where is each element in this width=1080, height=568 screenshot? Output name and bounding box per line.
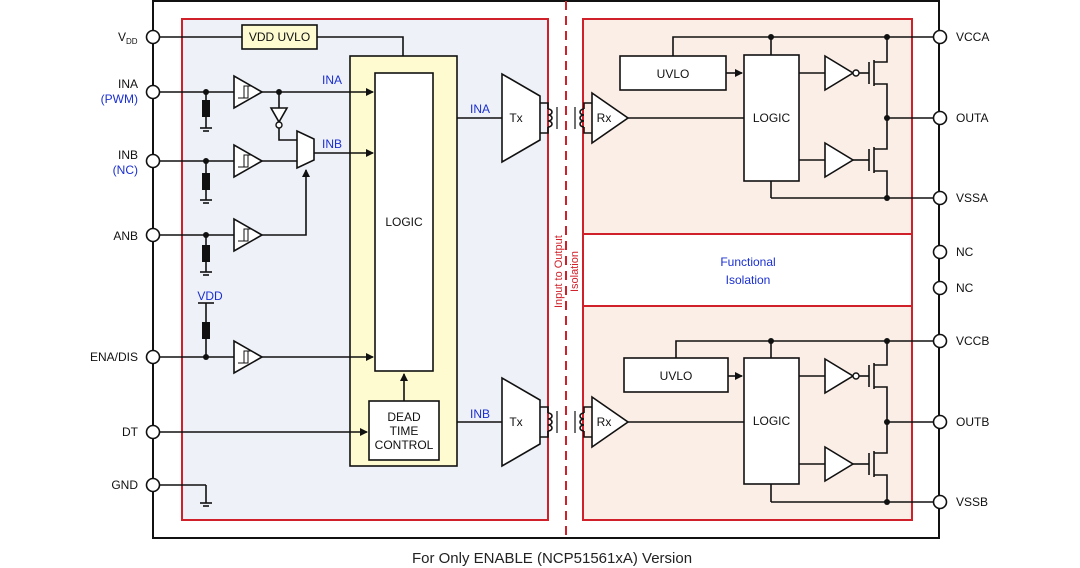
pin-nc-2: NC [932, 280, 974, 296]
inb-out-label: INB [470, 407, 490, 421]
ena-schmitt-buffer [233, 339, 264, 375]
anb-schmitt-buffer [233, 217, 264, 253]
transformer-a [540, 102, 592, 134]
rx-b [591, 395, 630, 449]
input-logic-block [374, 72, 434, 372]
input-logic-label: LOGIC [385, 215, 423, 229]
svg-text:ENA/DIS: ENA/DIS [90, 350, 138, 364]
svg-text:GND: GND [111, 478, 138, 492]
tx-a-label: Tx [509, 111, 522, 125]
dtc-label-1: DEAD [387, 410, 421, 424]
svg-text:DT: DT [122, 425, 139, 439]
ena-pullup: VDD [197, 289, 223, 360]
pin-outa: OUTA [932, 110, 988, 126]
output-logic-b [743, 357, 800, 485]
ina-out-label: INA [470, 102, 490, 116]
vdd-uvlo-label: VDD UVLO [249, 30, 310, 44]
pin-inb: INB (NC) [113, 148, 161, 177]
output-logic-a-label: LOGIC [753, 111, 791, 125]
inverter [269, 107, 289, 129]
uvlo-a-block [619, 55, 727, 91]
pin-vcca: VCCA [932, 29, 989, 45]
pin-vdd: V DD [118, 29, 161, 46]
inb-mux [296, 129, 315, 170]
pin-vssb: VSSB [932, 494, 988, 510]
isolation-label-2: Isolation [569, 251, 581, 292]
svg-text:(PWM): (PWM) [101, 92, 138, 106]
pin-gnd: GND [111, 477, 161, 493]
pin-vccb: VCCB [932, 333, 989, 349]
functional-isolation-label-2: Isolation [726, 273, 771, 287]
svg-text:NC: NC [956, 281, 974, 295]
svg-text:OUTB: OUTB [956, 415, 989, 429]
svg-text:VDD: VDD [197, 289, 223, 303]
uvlo-b-block [623, 357, 729, 393]
mosfet-b-high [868, 341, 888, 422]
output-logic-a [743, 54, 800, 182]
dead-time-control-block [368, 400, 440, 461]
dtc-label-2: TIME [390, 424, 419, 438]
pin-ina: INA (PWM) [101, 77, 161, 106]
vdd-uvlo-block [241, 24, 318, 50]
dtc-label-3: CONTROL [375, 438, 434, 452]
pin-ena-dis: ENA/DIS [90, 349, 161, 365]
svg-text:OUTA: OUTA [956, 111, 988, 125]
functional-isolation-region [582, 233, 913, 307]
rx-a-label: Rx [597, 111, 612, 125]
output-logic-b-label: LOGIC [753, 414, 791, 428]
rx-b-label: Rx [597, 415, 612, 429]
svg-text:(NC): (NC) [113, 163, 138, 177]
diagram-caption: For Only ENABLE (NCP51561xA) Version [412, 550, 692, 567]
uvlo-a-label: UVLO [657, 67, 690, 81]
ina-signal-label: INA [322, 73, 342, 87]
svg-text:INB: INB [118, 148, 138, 162]
inb-signal-label: INB [322, 137, 342, 151]
rx-a [591, 91, 630, 145]
mosfet-a-low [868, 118, 888, 198]
pin-outb: OUTB [932, 414, 989, 430]
tx-b [501, 376, 541, 468]
tx-a [501, 72, 541, 164]
uvlo-b-label: UVLO [660, 369, 693, 383]
functional-isolation-label-1: Functional [720, 255, 775, 269]
isolation-label-1: Input to Output [553, 235, 565, 308]
driver-a-high-inverting [824, 54, 860, 92]
pin-anb: ANB [113, 227, 161, 243]
inb-schmitt-buffer [233, 143, 264, 179]
pin-nc-1: NC [932, 244, 974, 260]
pin-vssa: VSSA [932, 190, 988, 206]
mosfet-b-low [868, 422, 888, 502]
driver-b-low-buffer [824, 445, 855, 483]
mosfet-a-high [868, 37, 888, 118]
svg-text:INA: INA [118, 77, 138, 91]
svg-text:V: V [118, 30, 126, 44]
svg-text:VCCB: VCCB [956, 334, 989, 348]
svg-text:VSSB: VSSB [956, 495, 988, 509]
svg-text:VSSA: VSSA [956, 191, 988, 205]
svg-text:ANB: ANB [113, 229, 138, 243]
transformer-b [540, 406, 592, 438]
tx-b-label: Tx [509, 415, 522, 429]
svg-text:DD: DD [126, 37, 138, 46]
ina-schmitt-buffer [233, 74, 264, 110]
driver-a-low-buffer [824, 141, 855, 179]
svg-text:VCCA: VCCA [956, 30, 989, 44]
svg-text:NC: NC [956, 245, 974, 259]
anb-pulldown [200, 232, 212, 276]
pin-dt: DT [122, 424, 161, 440]
